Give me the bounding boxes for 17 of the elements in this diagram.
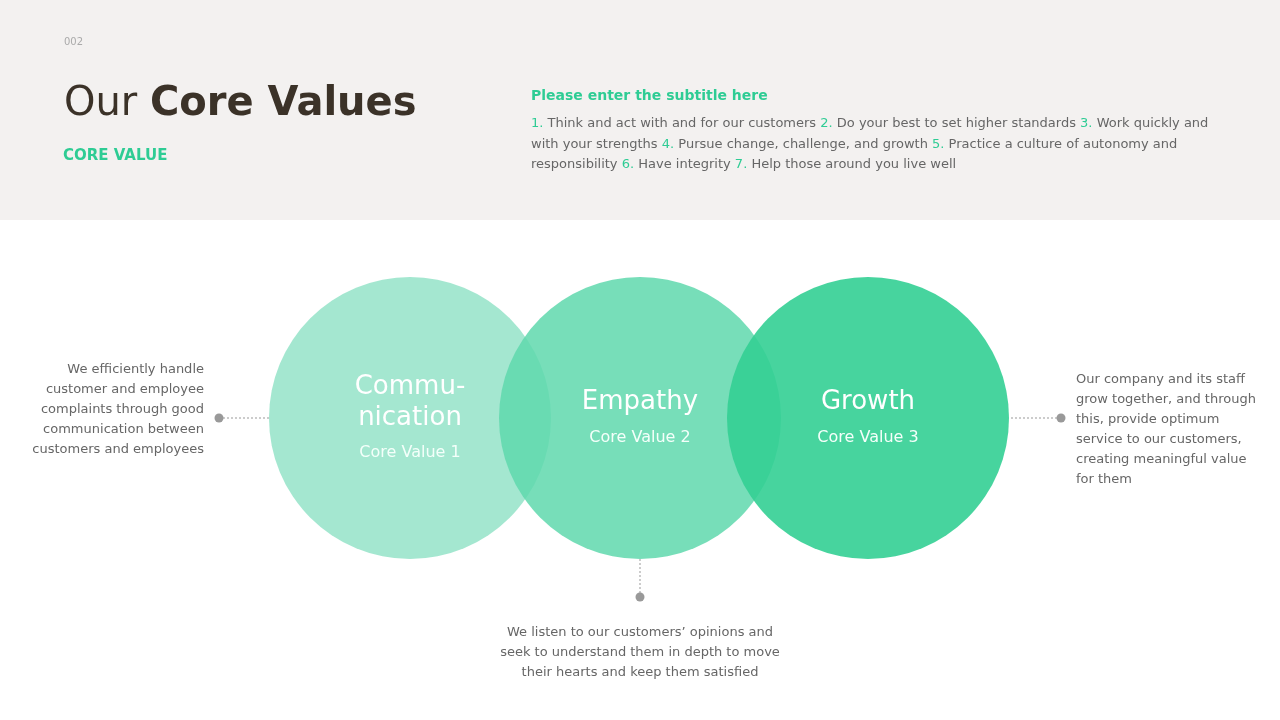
circle-title: Commu-nication <box>353 370 467 432</box>
circle-title: Growth <box>819 385 917 416</box>
circle-subtitle: Core Value 1 <box>358 442 462 461</box>
slide-title: Our Core Values <box>64 78 417 124</box>
values-paragraph: 1. Think and act with and for our customers 2. Do your best to set higher standards 3. Work quickly and with your strengths 4. Pursue change, challenge, and growth 5. Practice a culture of autonomy and responsibility 6. Have integrity 7. Help those around you live well <box>531 114 1210 173</box>
description-text: We listen to our customers’ opinions and seek to understand them in depth to move their hearts and keep them satisfied <box>499 623 781 681</box>
section-subtitle: CORE VALUE <box>63 146 168 164</box>
subtitle: Please enter the subtitle here <box>531 87 768 103</box>
circle-subtitle: Core Value 2 <box>588 427 692 446</box>
description-text: Our company and its staff grow together, and through this, provide optimum service to our customers, creating meaningful value for them <box>1076 370 1257 488</box>
circle-title: Empathy <box>580 385 700 416</box>
leader-line <box>635 558 645 602</box>
leader-line <box>214 413 270 423</box>
circle-subtitle: Core Value 3 <box>816 427 920 446</box>
page-number: 002 <box>64 36 84 47</box>
leader-line <box>1008 413 1066 423</box>
description-text: We efficiently handle customer and employee complaints through good communication between customers and employees <box>31 360 204 458</box>
